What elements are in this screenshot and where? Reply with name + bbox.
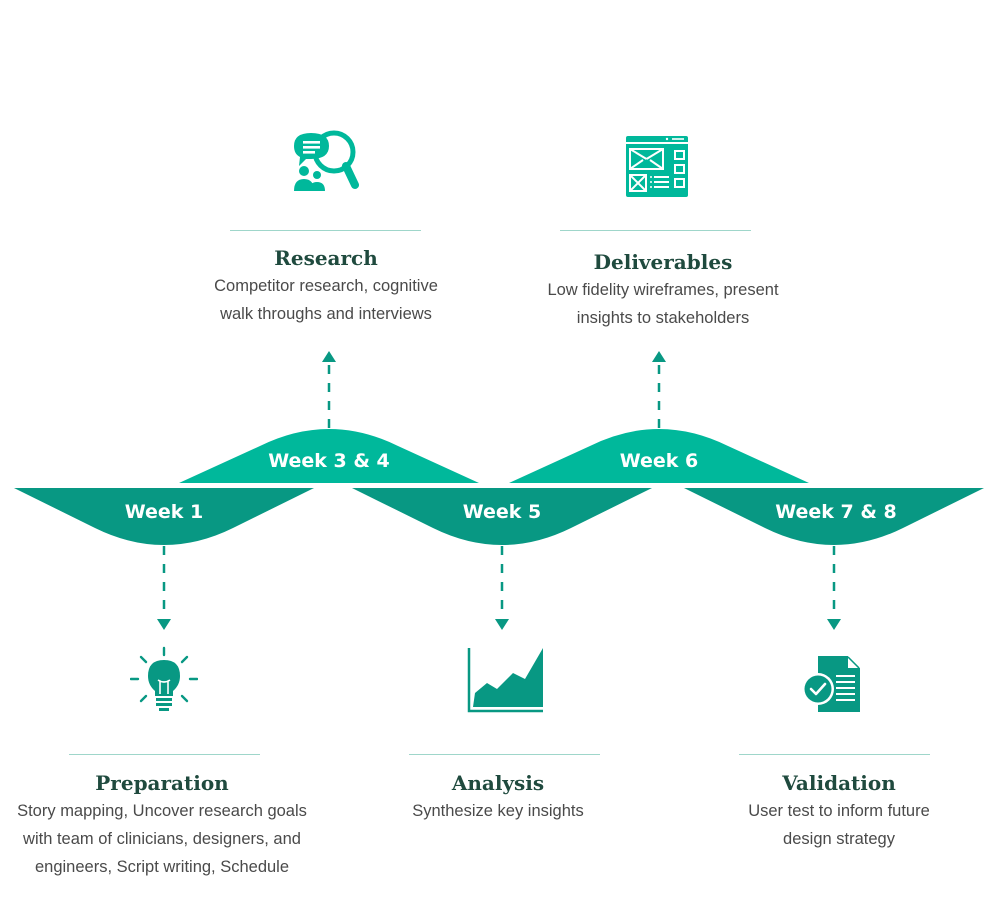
research-card: Research Competitor research, cognitive … (176, 244, 476, 328)
week-7-8-label: Week 7 & 8 (775, 501, 897, 523)
research-description: Competitor research, cognitive walk thro… (214, 277, 438, 323)
connector-research (322, 351, 336, 428)
wedge-week-6 (509, 429, 809, 483)
connector-deliverables (652, 351, 666, 428)
wedge-week-7-8 (684, 488, 984, 545)
research-divider (230, 230, 421, 231)
area-chart-icon (467, 646, 545, 719)
preparation-title: Preparation (95, 771, 229, 795)
validation-card: Validation User test to inform future de… (689, 769, 989, 853)
wireframe-icon (626, 136, 690, 203)
analysis-title: Analysis (451, 771, 545, 795)
deliverables-card: Deliverables Low fidelity wireframes, pr… (508, 248, 818, 332)
preparation-description: Story mapping, Uncover research goals wi… (17, 802, 307, 876)
deliverables-description: Low fidelity wireframes, present insight… (547, 281, 779, 327)
deliverables-title: Deliverables (593, 250, 733, 274)
preparation-divider (69, 754, 260, 755)
research-title: Research (274, 246, 378, 270)
lightbulb-icon (129, 646, 199, 719)
wedge-week-3-4 (179, 429, 479, 483)
week-3-4-label: Week 3 & 4 (268, 450, 390, 472)
validation-title: Validation (782, 771, 896, 795)
connector-analysis (495, 546, 509, 630)
validation-description: User test to inform future design strate… (748, 802, 930, 848)
week-1-label: Week 1 (124, 501, 204, 523)
week-6-label: Week 6 (619, 450, 699, 472)
validation-divider (739, 754, 930, 755)
research-magnifier-chat-icon (292, 125, 360, 198)
wedge-week-1 (14, 488, 314, 545)
wedge-week-5 (352, 488, 652, 545)
preparation-card: Preparation Story mapping, Uncover resea… (0, 769, 324, 881)
week-5-label: Week 5 (462, 501, 542, 523)
analysis-divider (409, 754, 600, 755)
analysis-card: Analysis Synthesize key insights (348, 769, 648, 825)
analysis-description: Synthesize key insights (412, 802, 584, 820)
validated-document-icon (802, 655, 862, 720)
connector-preparation (157, 546, 171, 630)
deliverables-divider (560, 230, 751, 231)
connector-validation (827, 546, 841, 630)
